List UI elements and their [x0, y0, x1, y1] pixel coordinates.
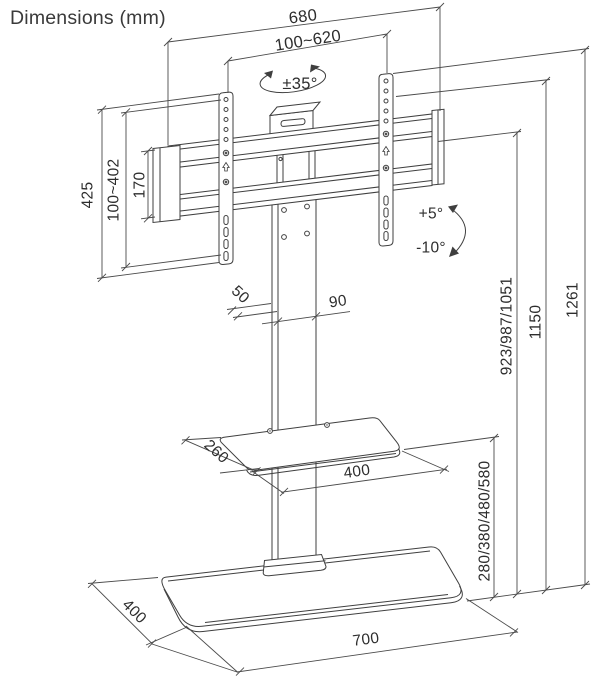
vesa-strip-left	[219, 92, 233, 264]
dim-label-tilt-up: +5°	[418, 205, 444, 223]
vesa-strip-right	[379, 74, 393, 246]
dim-label-tv-center-heights: 923/987/1051	[498, 276, 516, 376]
dimension-lines	[88, 3, 590, 676]
dim-label-tilt-down: -10°	[416, 239, 446, 257]
shelf	[220, 418, 400, 476]
swivel-arrow-icon	[260, 64, 325, 93]
up-arrow-icon	[383, 147, 389, 156]
dim-label-shelf-width: 400	[342, 461, 372, 483]
rail-end-cap-left	[153, 146, 180, 223]
dim-label-rail-height: 170	[131, 171, 149, 199]
dim-label-bracket-height: 425	[79, 181, 97, 209]
tilt-arrow-icon	[448, 204, 466, 257]
dim-label-vesa-height-range: 100~402	[105, 158, 123, 222]
dim-label-overall-height: 1261	[564, 282, 582, 318]
column-foot	[263, 555, 326, 576]
column	[263, 198, 326, 576]
up-arrow-icon	[223, 163, 229, 172]
rail-end-cap-right	[432, 109, 444, 185]
dim-label-overall-width: 680	[287, 5, 319, 28]
dim-label-column-width: 90	[327, 292, 348, 312]
page-title: Dimensions (mm)	[10, 7, 166, 29]
dim-label-swivel-angle: ±35°	[282, 74, 318, 93]
dim-label-shelf-height-options: 280/380/480/580	[476, 460, 494, 582]
dim-label-column-top-height: 1150	[527, 304, 545, 340]
tv-bracket	[153, 74, 444, 265]
dim-label-base-width: 700	[351, 629, 381, 650]
